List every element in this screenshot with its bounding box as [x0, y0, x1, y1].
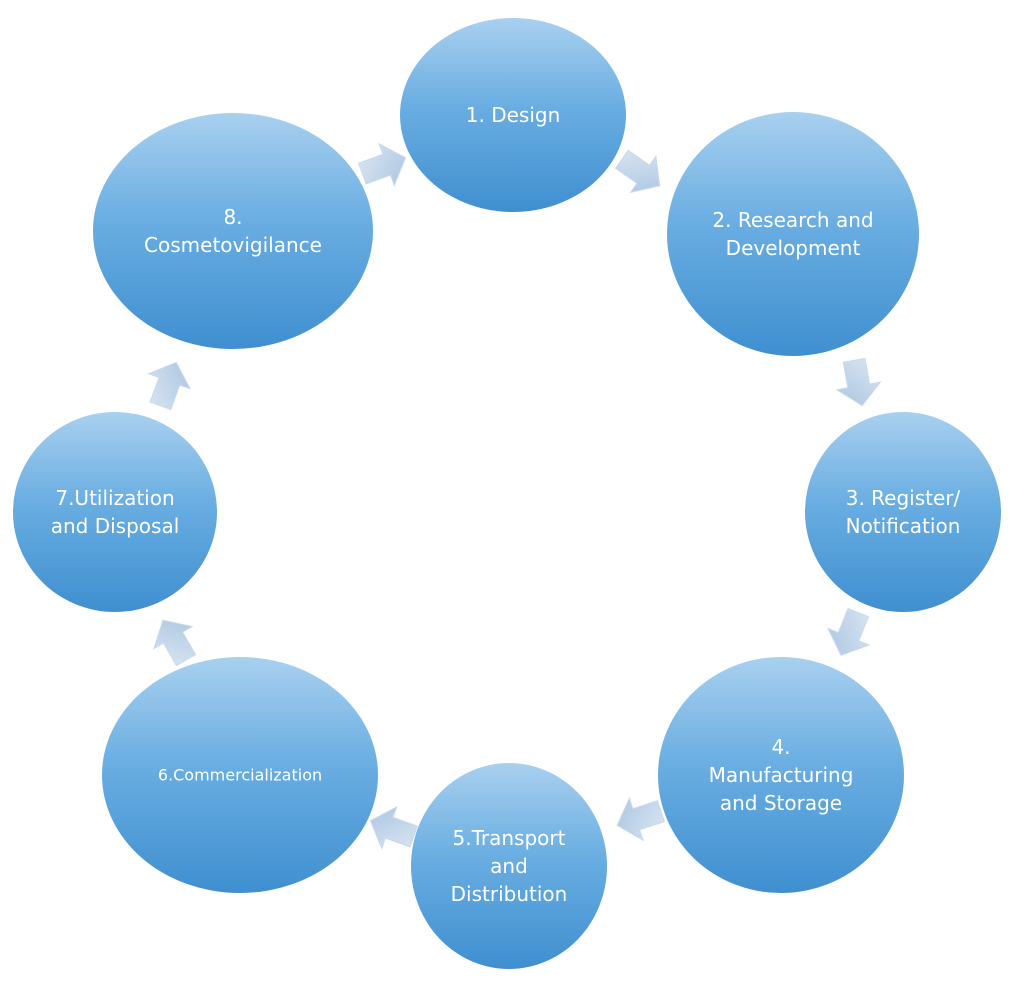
node-label-line: 6.Commercialization: [158, 766, 322, 785]
node-label-line: 4.: [771, 735, 790, 759]
cycle-arrow-1: [614, 149, 661, 194]
node-label-line: 5.Transport: [453, 826, 566, 850]
node-utilization-and-disposal: 7.Utilization and Disposal: [13, 412, 217, 612]
node-cosmetovigilance: 8. Cosmetovigilance: [93, 113, 373, 349]
node-design: 1. Design: [400, 18, 626, 212]
node-circle: [667, 112, 919, 356]
node-label-line: and Storage: [720, 791, 842, 815]
node-circle: [93, 113, 373, 349]
node-label-line: and: [490, 854, 528, 878]
node-label-line: Notification: [846, 514, 961, 538]
cycle-arrow-7: [147, 361, 192, 411]
node-label-line: 1. Design: [466, 103, 561, 127]
node-register-notification: 3. Register/Notification: [805, 412, 1001, 612]
cycle-arrow-8: [357, 142, 407, 187]
node-commercialization: 6.Commercialization: [102, 657, 378, 893]
node-label-line: 8.: [223, 205, 242, 229]
cycle-arrow-2: [835, 357, 882, 407]
node-circle: [411, 763, 607, 969]
node-label-line: 7.Utilization: [55, 486, 174, 510]
cycle-arrow-4: [616, 796, 665, 842]
cycle-arrow-3: [827, 607, 871, 656]
node-circle: [805, 412, 1001, 612]
node-circle: [13, 412, 217, 612]
node-circle: [102, 657, 378, 893]
node-label-line: 2. Research and: [712, 208, 873, 232]
node-label-line: Development: [726, 236, 861, 260]
node-circle: [400, 18, 626, 212]
node-label-line: Manufacturing: [709, 763, 854, 787]
node-label-line: Cosmetovigilance: [144, 233, 322, 257]
node-label-line: Distribution: [451, 882, 568, 906]
node-circle: [658, 657, 904, 893]
node-label-line: 3. Register/: [846, 486, 961, 510]
cycle-arrow-5: [369, 805, 419, 850]
cycle-arrow-6: [153, 619, 197, 667]
node-label-line: and Disposal: [51, 514, 180, 538]
node-manufacturing-and-storage: 4. Manufacturing and Storage: [658, 657, 904, 893]
